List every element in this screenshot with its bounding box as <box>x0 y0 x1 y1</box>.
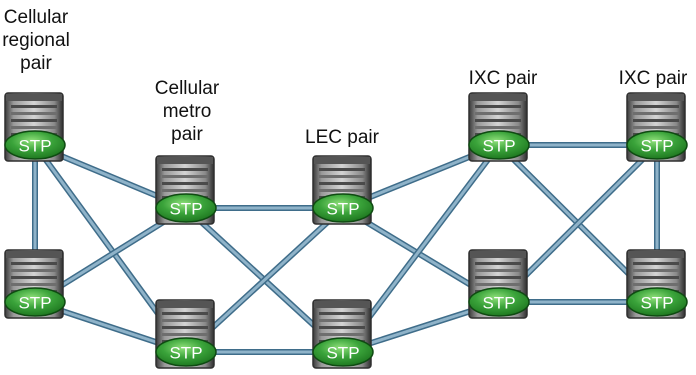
label-cellular-metro-pair: Cellular metro pair <box>154 78 220 145</box>
chassis-top-panel <box>6 251 62 258</box>
label-ixc-pair-right: IXC pair <box>618 68 688 89</box>
chassis-top-panel <box>314 157 370 164</box>
chassis-slot <box>11 276 57 279</box>
chassis-slot <box>11 119 57 122</box>
chassis-top-panel <box>470 251 526 258</box>
stp-badge <box>468 130 530 160</box>
stp-label: STP <box>18 294 51 313</box>
chassis-slot <box>162 312 208 315</box>
chassis-slot <box>475 112 521 115</box>
stp-label: STP <box>169 344 202 363</box>
chassis-slot <box>633 126 679 129</box>
chassis-slot <box>162 333 208 336</box>
stp-badge <box>312 193 374 223</box>
stp-badge <box>626 287 688 317</box>
chassis-slot <box>633 262 679 265</box>
chassis-slot <box>633 276 679 279</box>
chassis-slot <box>319 326 365 329</box>
chassis-slot <box>475 283 521 286</box>
nodes-layer: STP STP STP STP STP STP STP STP STP STP <box>4 92 688 369</box>
stp-badge <box>626 130 688 160</box>
chassis-slot <box>319 312 365 315</box>
chassis-slot <box>319 182 365 185</box>
stp-node-ixb1: STP <box>626 92 688 162</box>
chassis-slot <box>475 119 521 122</box>
stp-node-ixa2: STP <box>468 249 530 319</box>
chassis-slot <box>633 119 679 122</box>
chassis-top-panel <box>628 94 684 101</box>
chassis-slot <box>162 189 208 192</box>
label-cellular-regional-pair: Cellular regional pair <box>2 7 70 74</box>
stp-label: STP <box>640 294 673 313</box>
stp-node-lec2: STP <box>312 299 374 369</box>
chassis-top-panel <box>628 251 684 258</box>
chassis-slot <box>162 175 208 178</box>
chassis-slot <box>319 333 365 336</box>
stp-badge <box>155 193 217 223</box>
stp-label: STP <box>18 137 51 156</box>
stp-label: STP <box>326 344 359 363</box>
stp-node-cm1: STP <box>155 155 217 225</box>
stp-badge <box>312 337 374 367</box>
stp-badge <box>155 337 217 367</box>
chassis-slot <box>475 262 521 265</box>
chassis-slot <box>633 283 679 286</box>
chassis-slot <box>633 105 679 108</box>
chassis-slot <box>319 319 365 322</box>
chassis-slot <box>11 105 57 108</box>
chassis-slot <box>633 112 679 115</box>
chassis-slot <box>162 326 208 329</box>
stp-node-cr1: STP <box>4 92 66 162</box>
stp-label: STP <box>169 200 202 219</box>
chassis-slot <box>319 175 365 178</box>
chassis-slot <box>11 126 57 129</box>
chassis-slot <box>11 283 57 286</box>
stp-badge <box>4 287 66 317</box>
chassis-top-panel <box>314 301 370 308</box>
stp-node-ixa1: STP <box>468 92 530 162</box>
chassis-slot <box>11 269 57 272</box>
chassis-slot <box>162 182 208 185</box>
chassis-slot <box>475 126 521 129</box>
label-lec-pair: LEC pair <box>305 127 379 148</box>
chassis-slot <box>11 262 57 265</box>
chassis-slot <box>162 319 208 322</box>
stp-label: STP <box>326 200 359 219</box>
stp-badge <box>468 287 530 317</box>
stp-node-lec1: STP <box>312 155 374 225</box>
chassis-top-panel <box>157 157 213 164</box>
chassis-top-panel <box>470 94 526 101</box>
chassis-slot <box>11 112 57 115</box>
chassis-top-panel <box>157 301 213 308</box>
chassis-slot <box>475 269 521 272</box>
chassis-slot <box>633 269 679 272</box>
stp-node-ixb2: STP <box>626 249 688 319</box>
stp-node-cm2: STP <box>155 299 217 369</box>
stp-label: STP <box>482 137 515 156</box>
chassis-slot <box>162 168 208 171</box>
stp-node-cr2: STP <box>4 249 66 319</box>
label-ixc-pair-left: IXC pair <box>468 68 538 89</box>
stp-badge <box>4 130 66 160</box>
chassis-slot <box>475 105 521 108</box>
chassis-slot <box>319 189 365 192</box>
chassis-slot <box>475 276 521 279</box>
stp-label: STP <box>482 294 515 313</box>
stp-label: STP <box>640 137 673 156</box>
chassis-slot <box>319 168 365 171</box>
chassis-top-panel <box>6 94 62 101</box>
